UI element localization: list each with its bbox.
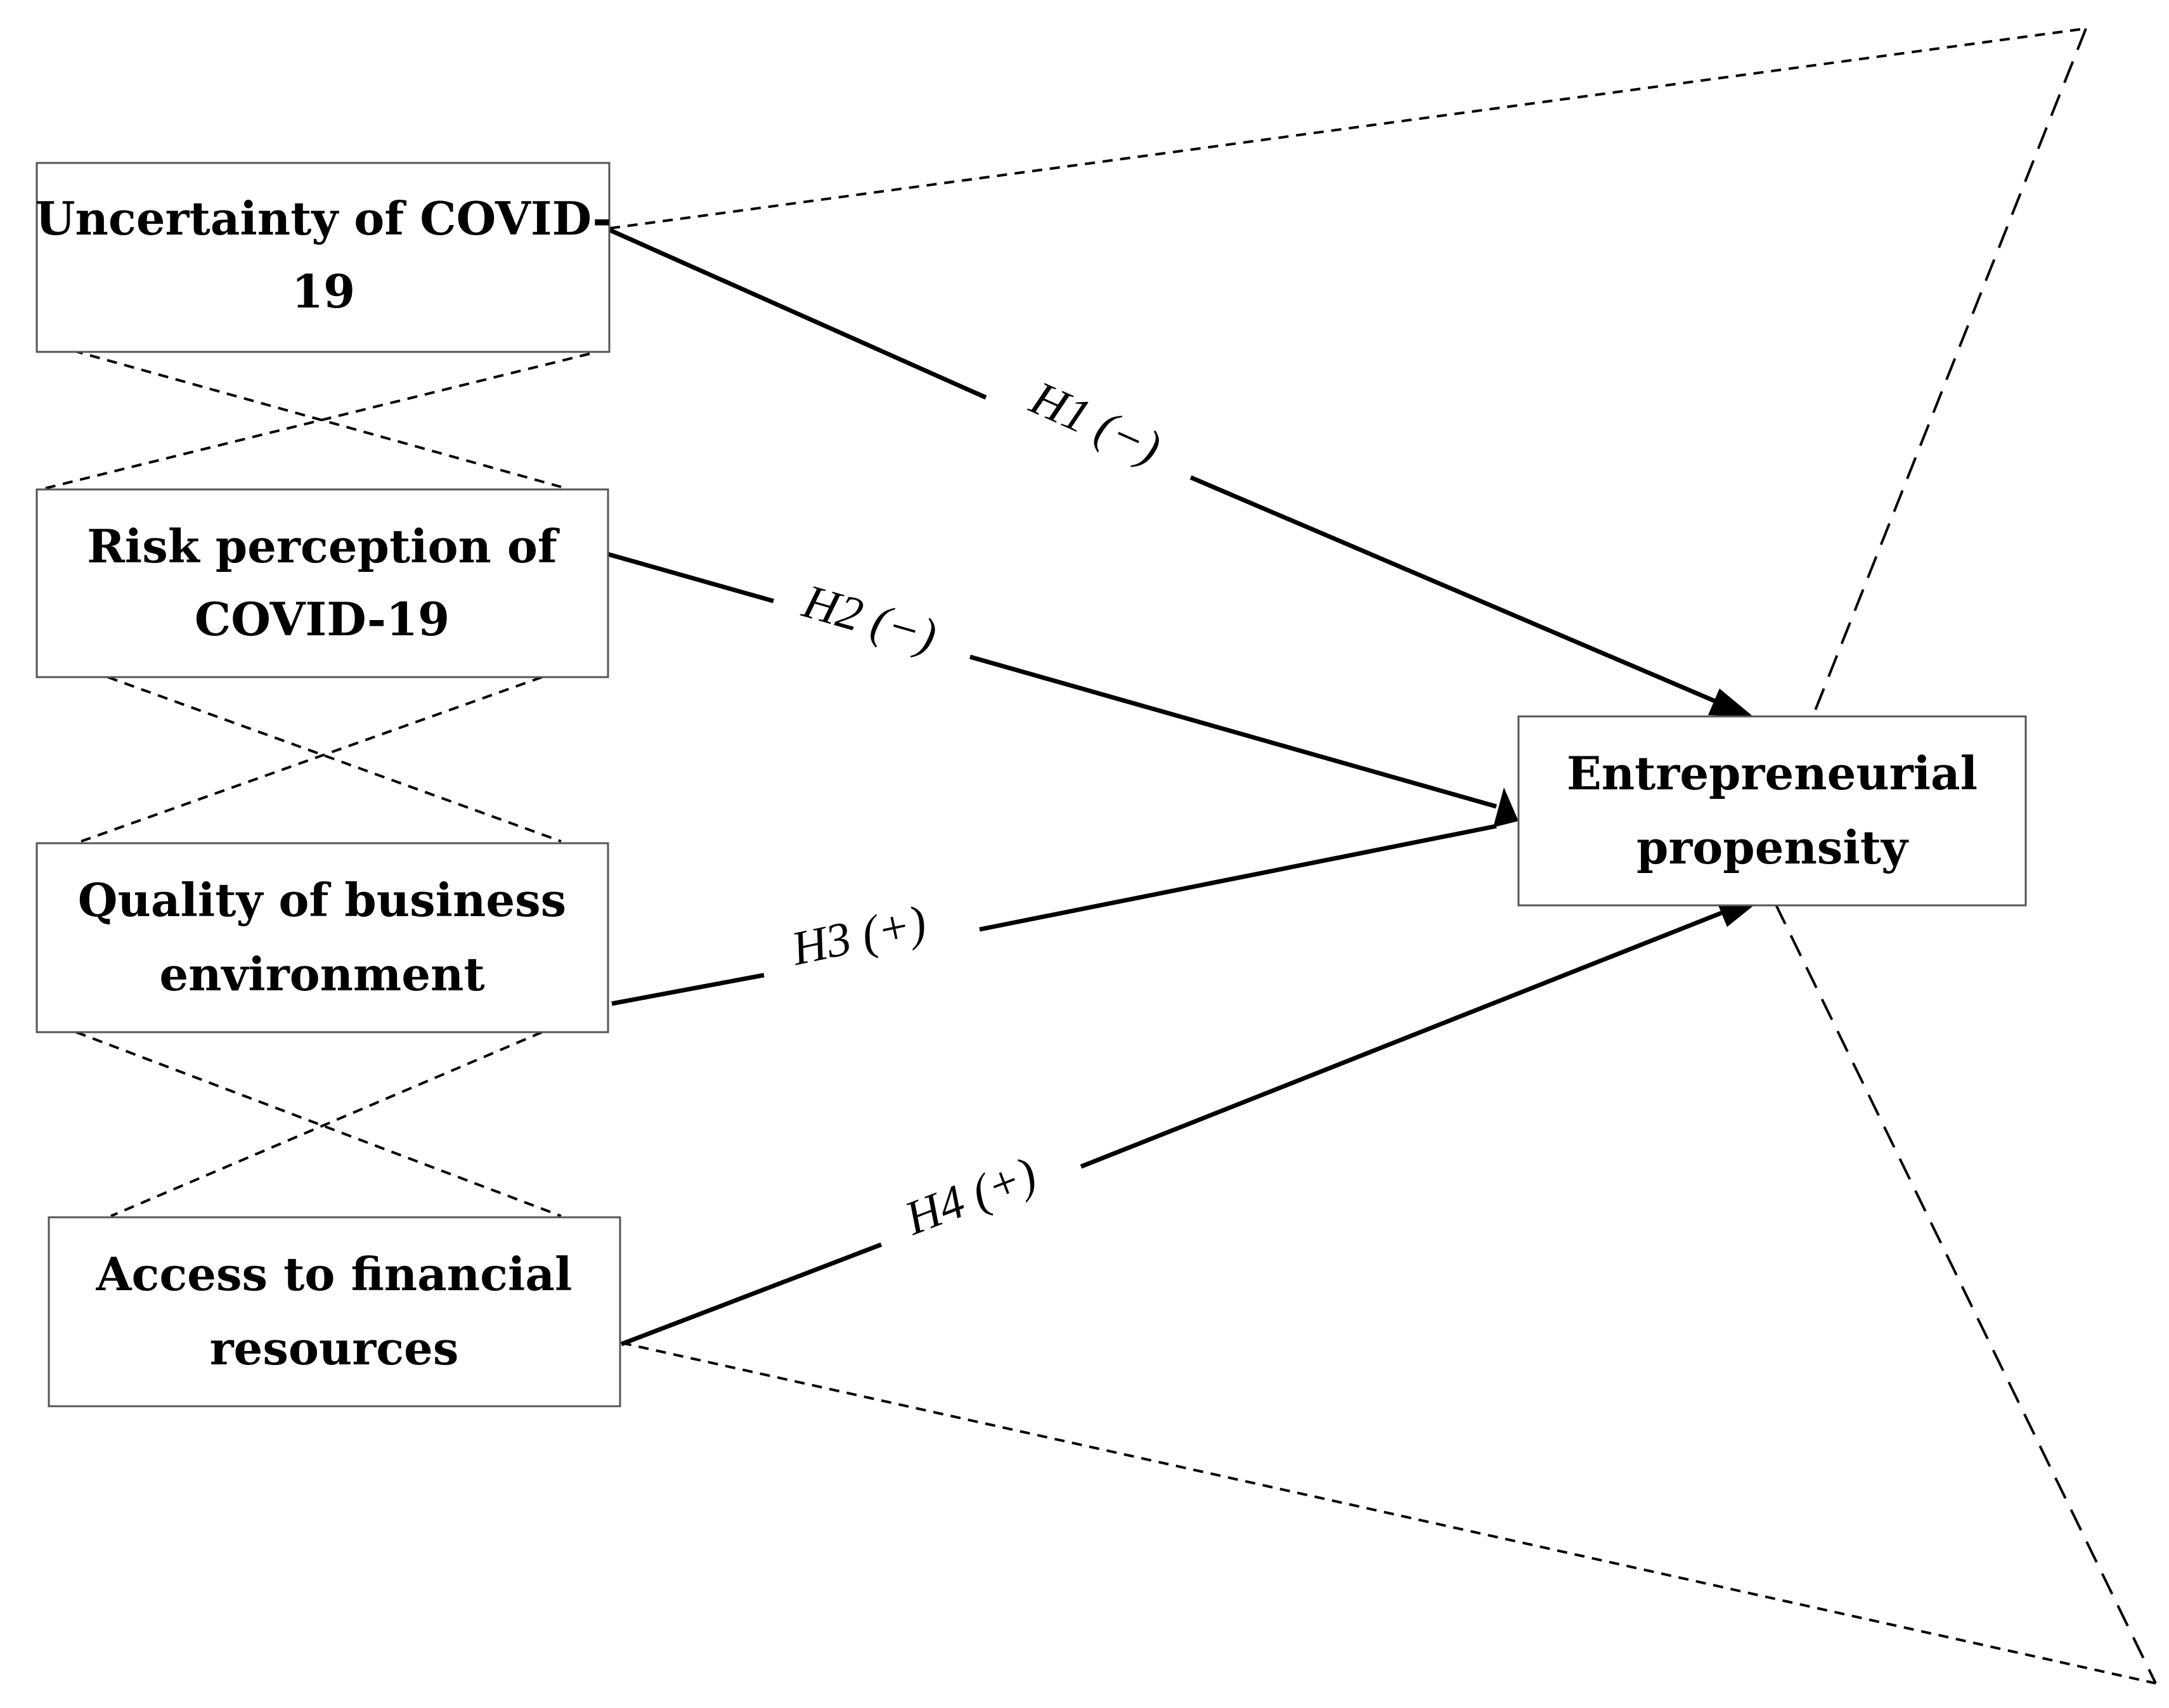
dashed-link-3b (110, 1031, 543, 1217)
h1-line-start (609, 228, 987, 400)
hypothesis-h2-path: H2 (−) (605, 551, 1518, 827)
node-risk-perception: Risk perception of COVID-19 (36, 488, 609, 678)
node-entrepreneurial-propensity: Entrepreneurial propensity (1517, 715, 2027, 907)
node-quality-of-business-environment: Quality of business environment (36, 842, 609, 1033)
h1-label: H1 (−) (1023, 371, 1169, 475)
node-box-access (48, 1216, 621, 1407)
triangle-top-edge (609, 27, 2087, 230)
h3-line-end (979, 824, 1497, 932)
h1-arrowhead (1708, 689, 1753, 716)
node-box-outcome (1517, 715, 2027, 907)
node-text-outcome-line2: propensity (1636, 820, 1909, 874)
node-text-access-line1: Access to financial (96, 1247, 573, 1301)
node-box-uncertainty (36, 162, 611, 353)
hypothesis-h3-path: H3 (+) (611, 824, 1497, 1006)
node-text-quality-line1: Quality of business (78, 873, 566, 927)
node-text-uncertainty-line2: 19 (292, 264, 355, 318)
h1-line-end (1189, 475, 1719, 705)
predictor-correlations (45, 349, 590, 1217)
node-text-outcome-line1: Entrepreneurial (1567, 746, 1978, 800)
node-text-risk-line1: Risk perception of (87, 519, 560, 573)
h4-line-end (1080, 910, 1723, 1169)
h2-arrowhead (1493, 787, 1518, 827)
node-uncertainty-of-covid-19: Uncertainty of COVID- 19 (36, 162, 612, 353)
node-box-quality (36, 842, 609, 1033)
node-text-access-line2: resources (210, 1321, 459, 1375)
dashed-link-1a (72, 349, 562, 488)
h2-label: H2 (−) (797, 574, 943, 663)
h2-line-end (969, 654, 1497, 809)
hypothesis-h1-path: H1 (−) (609, 228, 1753, 716)
dashed-link-2a (107, 676, 562, 843)
node-text-uncertainty-line1: Uncertainty of COVID- (36, 191, 612, 245)
h4-line-start (620, 1242, 883, 1347)
node-text-quality-line2: environment (159, 947, 484, 1001)
dashed-link-3a (75, 1031, 562, 1217)
hypothesis-h4-path: H4 (+) (620, 899, 1756, 1347)
h2-line-start (605, 551, 774, 604)
triangle-lower-right-edge (1774, 903, 2157, 1684)
node-access-to-financial-resources: Access to financial resources (48, 1216, 621, 1407)
h3-label: H3 (+) (787, 895, 931, 976)
triangle-upper-right-edge (1812, 28, 2087, 716)
dashed-link-2b (81, 676, 543, 843)
node-box-risk (36, 488, 609, 678)
triangle-bottom-edge (621, 1342, 2156, 1685)
outer-dashed-triangle (609, 27, 2157, 1685)
node-text-risk-line2: COVID-19 (195, 592, 450, 646)
h3-line-start (611, 973, 765, 1006)
dashed-link-1b (45, 353, 590, 489)
h4-label: H4 (+) (897, 1147, 1044, 1245)
